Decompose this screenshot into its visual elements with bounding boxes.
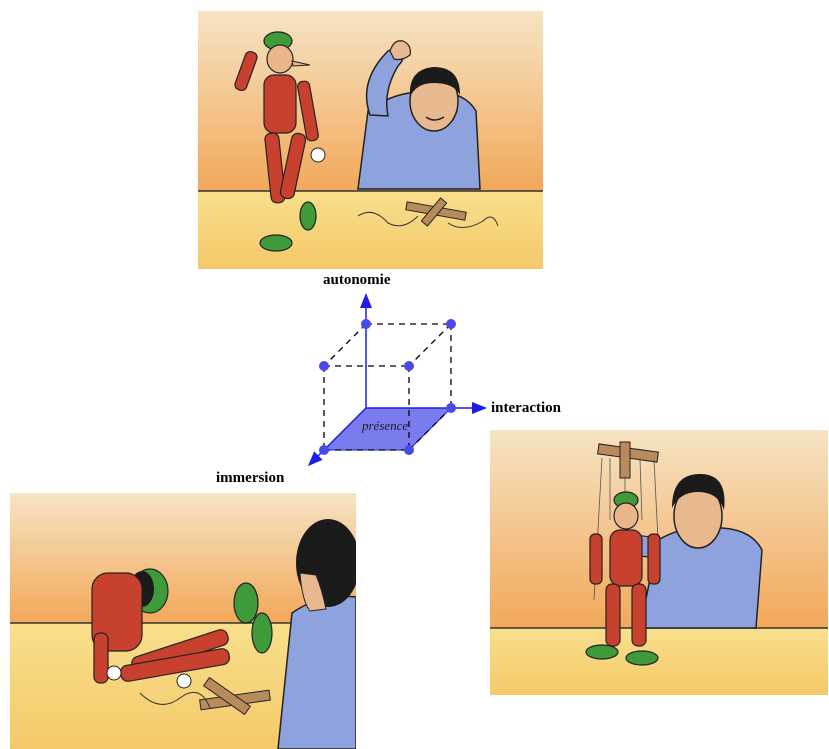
cube-vertices [319, 319, 456, 455]
vertex-dot [446, 403, 456, 413]
vertex-dot [404, 445, 414, 455]
slumped-puppet-illustration [10, 493, 356, 749]
vertex-dot [319, 361, 329, 371]
immersion-axis-label: immersion [216, 470, 284, 487]
autonomy-axis-label: autonomie [323, 272, 391, 289]
vertex-dot [404, 361, 414, 371]
string-puppet-illustration [490, 430, 828, 695]
vertex-dot [361, 319, 371, 329]
vertex-dot [319, 445, 329, 455]
interaction-axis-label: interaction [491, 400, 561, 417]
free-puppet-illustration [198, 11, 543, 269]
vertex-dot [446, 319, 456, 329]
immersion-axis [310, 408, 366, 464]
presence-face-label: présence [362, 418, 408, 434]
